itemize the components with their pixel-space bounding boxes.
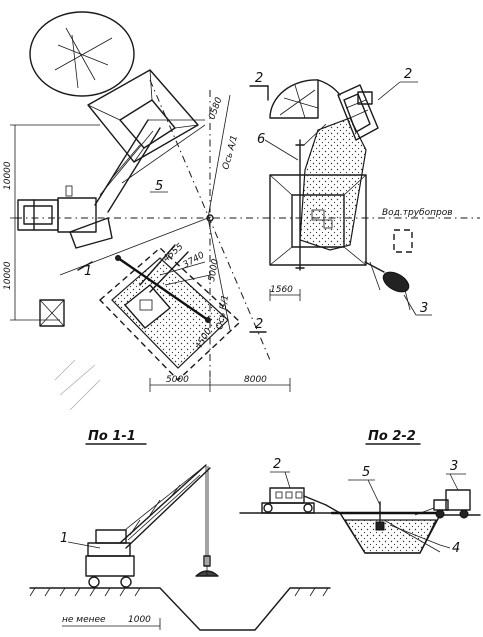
crane-boom-plan bbox=[94, 119, 206, 213]
min-distance-text: не менее bbox=[62, 615, 106, 625]
swing-circle-top bbox=[29, 11, 135, 97]
plan-view-right: 1560 Вод.трубопров 2 2 6 3 bbox=[249, 67, 453, 316]
section-1-title: По 1-1 bbox=[88, 429, 136, 444]
ground-hatch-1 bbox=[29, 587, 329, 597]
upper-pit bbox=[87, 69, 199, 163]
crane-boom-lower bbox=[115, 244, 211, 323]
dim-10000-bottom: 10000 bbox=[3, 261, 13, 290]
dim-1560: 1560 bbox=[270, 285, 293, 295]
bucket-star-top bbox=[54, 27, 113, 89]
pivot-point bbox=[206, 214, 214, 222]
dim-left-vertical bbox=[10, 124, 100, 321]
ground-pit-1 bbox=[29, 587, 331, 631]
section-2-title: По 2-2 bbox=[368, 429, 416, 444]
dim-5000-diag: 5000 bbox=[207, 258, 221, 283]
excavator-section bbox=[261, 487, 341, 514]
axis-a-label: Ось А/1 bbox=[221, 134, 240, 171]
dim-bottom-horizontal bbox=[149, 378, 291, 392]
scan-noise bbox=[54, 359, 101, 411]
truck-section bbox=[414, 489, 471, 519]
callout-5-plan: 5 bbox=[155, 179, 163, 194]
lower-pit bbox=[98, 247, 242, 381]
section-1-1: По 1-1 bbox=[29, 429, 331, 631]
callout-6: 6 bbox=[257, 132, 265, 147]
water-pipe-label: Вод.трубопров bbox=[382, 208, 453, 218]
swing-half-circle bbox=[269, 79, 319, 119]
pit-fill-2 bbox=[343, 519, 437, 554]
min-distance-value: 1000 bbox=[128, 615, 151, 625]
dim-5000: 5000 bbox=[166, 375, 189, 385]
axis-diagonal-a bbox=[149, 79, 271, 361]
dim-0580: 0580 bbox=[207, 96, 224, 121]
transformer-box bbox=[39, 299, 65, 327]
callout-5-section: 5 bbox=[362, 465, 370, 480]
right-pit bbox=[269, 117, 367, 266]
section-mark-1: 1 bbox=[84, 264, 92, 279]
section-mark-2-top: 2 bbox=[255, 71, 263, 86]
callout-2-right: 2 bbox=[404, 67, 412, 82]
callout-3-plan: 3 bbox=[420, 301, 428, 316]
callout-1: 1 bbox=[60, 531, 68, 546]
callout-3-section: 3 bbox=[450, 459, 458, 474]
truck-plan bbox=[364, 261, 411, 311]
crane-section bbox=[85, 464, 219, 588]
small-box-right bbox=[393, 229, 413, 253]
dim-3740: 3740 bbox=[182, 250, 207, 270]
callout-4: 4 bbox=[452, 541, 460, 556]
callout-2-section: 2 bbox=[273, 457, 281, 472]
dim-8000: 8000 bbox=[244, 375, 267, 385]
crane-body-plan bbox=[17, 185, 113, 249]
dim-10000-top: 10000 bbox=[3, 161, 13, 190]
section-2-2: По 2-2 2 bbox=[239, 429, 481, 556]
section-mark-2b: 2 bbox=[255, 317, 263, 332]
